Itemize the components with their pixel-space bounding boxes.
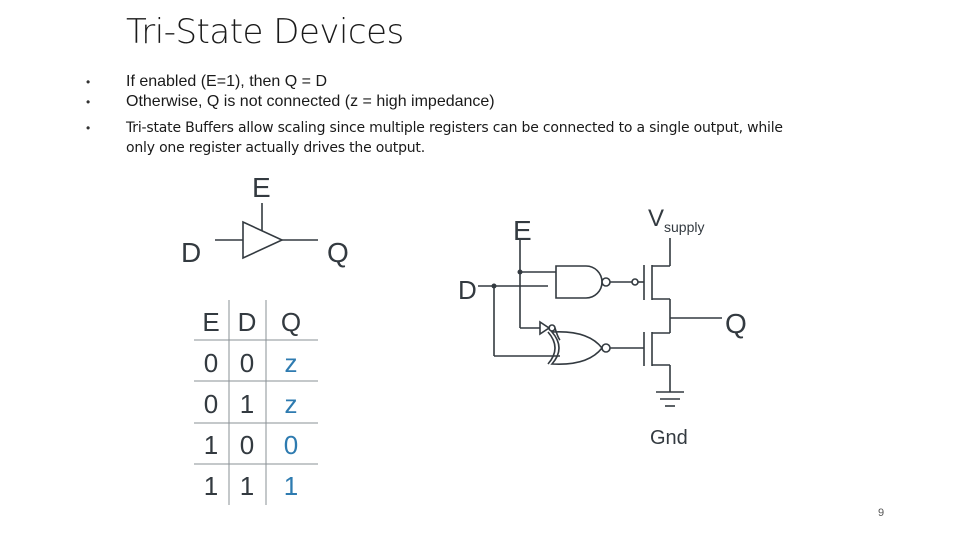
truth-table-cell: 0: [204, 348, 218, 378]
nor-input-arc: [547, 331, 556, 365]
truth-table-output-cell: z: [285, 348, 298, 378]
page-number: 9: [878, 507, 885, 519]
bullet-item: • Otherwise, Q is not connected (z = hig…: [86, 92, 806, 112]
pmos-gate-bubble: [631, 278, 639, 286]
truth-table-cell: 1: [240, 389, 254, 419]
circuit-input-label: D: [458, 275, 477, 305]
buffer-input-label: D: [181, 237, 201, 268]
nand-bubble: [601, 277, 611, 287]
truth-table-header: E: [202, 307, 219, 337]
buffer-enable-label: E: [252, 172, 271, 203]
inverter-triangle: [539, 320, 551, 336]
truth-table-output-cell: 1: [284, 471, 298, 501]
supply-label-subscript: supply: [664, 219, 704, 235]
truth-table-cell: 0: [240, 348, 254, 378]
truth-table-cell: 0: [240, 430, 254, 460]
truth-table: E D Q 0 0 z 0 1 z 1 0 0 1 1 1: [194, 300, 318, 505]
truth-table-output-cell: z: [285, 389, 298, 419]
bullet-text: Tri-state Buffers allow scaling since mu…: [126, 120, 783, 156]
nor-gate: [550, 331, 604, 365]
junction-dot: [517, 269, 523, 275]
slide-title: Tri-State Devices: [126, 12, 404, 52]
nor-bubble: [601, 343, 611, 353]
bullet-item: • If enabled (E=1), then Q = D: [86, 72, 806, 92]
bullet-list: • If enabled (E=1), then Q = D • Otherwi…: [86, 72, 806, 158]
junction-dot: [491, 283, 497, 289]
supply-label: Vsupply: [648, 205, 704, 235]
inverter-to-nor-wire: [554, 327, 561, 341]
buffer-output-label: Q: [327, 237, 349, 268]
bullet-dot: •: [86, 95, 91, 109]
truth-table-header: Q: [281, 307, 301, 337]
bullet-dot: •: [86, 75, 91, 89]
bullet-item: • Tri-state Buffers allow scaling since …: [86, 118, 806, 158]
tristate-buffer-symbol: [215, 203, 318, 260]
truth-table-cell: 1: [240, 471, 254, 501]
circuit-enable-label: E: [513, 215, 532, 246]
tristate-circuit: [478, 238, 722, 407]
truth-table-cell: 1: [204, 471, 218, 501]
nand-gate: [555, 265, 603, 299]
bullet-text: Otherwise, Q is not connected (z = high …: [126, 93, 495, 110]
truth-table-output-cell: 0: [284, 430, 298, 460]
truth-table-cell: 0: [204, 389, 218, 419]
bullet-text: If enabled (E=1), then Q = D: [126, 73, 328, 90]
truth-table-cell: 1: [204, 430, 218, 460]
ground-label: Gnd: [650, 427, 688, 449]
supply-label-main: V: [648, 205, 664, 232]
bullet-dot: •: [86, 121, 91, 135]
circuit-output-label: Q: [725, 308, 747, 339]
truth-table-header: D: [238, 307, 257, 337]
